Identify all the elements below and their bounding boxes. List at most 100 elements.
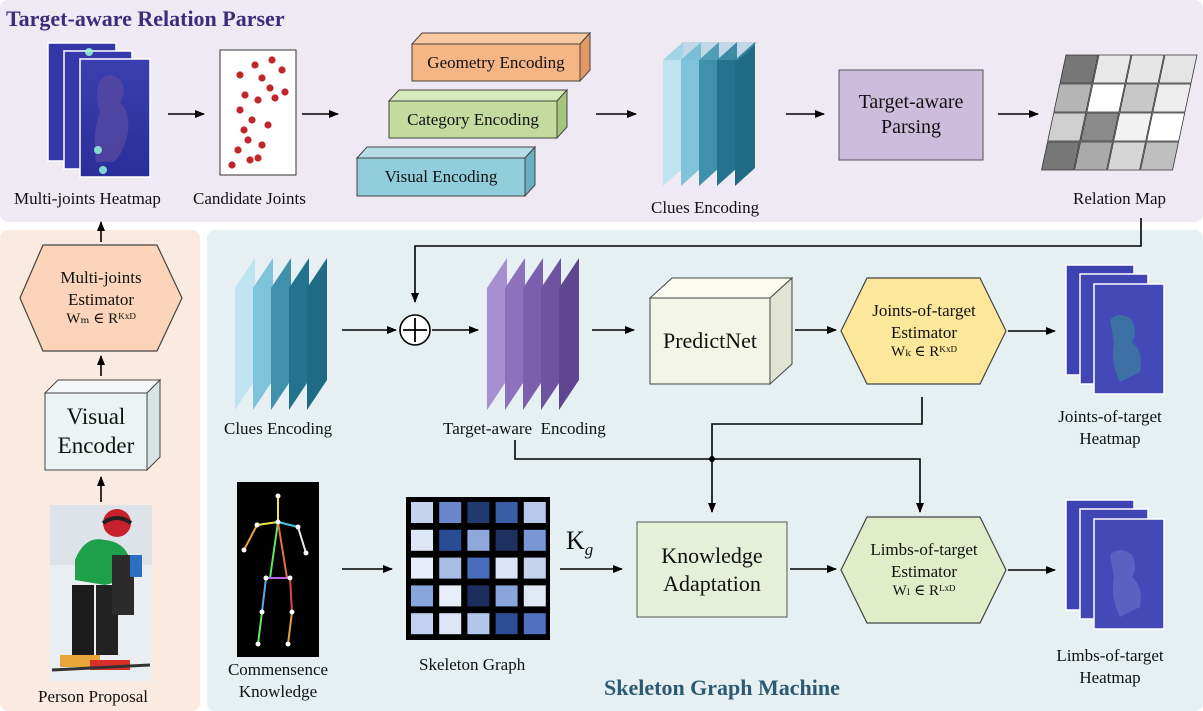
lte-formula: Wₗ ∈ Rᴸˣᴰ [892, 582, 956, 599]
skeleton-graph-cell [439, 557, 462, 579]
skeleton-graph-label: Skeleton Graph [419, 655, 526, 674]
multi-joints-heatmap-label: Multi-joints Heatmap [14, 189, 161, 208]
skeleton-graph-cell [411, 502, 433, 523]
target-aware-encoding-stack [487, 258, 579, 410]
skeleton-graph-cell [467, 557, 490, 579]
lh-line2: Heatmap [1079, 668, 1141, 687]
parsing-line2: Parsing [881, 116, 941, 138]
visual-encoding-box [355, 145, 537, 198]
skeleton-graph-cell [523, 557, 546, 579]
joints-heatmap-label: Joints-of-target Heatmap [1040, 406, 1180, 450]
relation-map-cell [1107, 141, 1146, 171]
knowledge-adaptation-box [636, 521, 788, 618]
mje-line1: Multi-joints [60, 268, 142, 288]
clues-encoding-top-label: Clues Encoding [651, 198, 760, 217]
candidate-joint-dot [234, 146, 242, 154]
jte-formula: Wₖ ∈ Rᴷˣᴰ [891, 343, 957, 360]
candidate-joint-dot [264, 121, 272, 129]
skeleton-graph-cell [439, 613, 462, 635]
jte-line1: Joints-of-target [872, 301, 976, 321]
target-aware-parsing-box [838, 69, 984, 161]
commonsense-skeleton-image [237, 482, 319, 657]
relation-map-cell [1041, 141, 1080, 171]
skeleton-graph-cell [411, 585, 433, 607]
candidate-joint-dot [278, 66, 286, 74]
visual-encoder-box [43, 378, 162, 472]
limbs-heatmap-label: Limbs-of-target Heatmap [1040, 645, 1180, 689]
mje-formula: Wₘ ∈ Rᴷˣᴰ [66, 310, 136, 327]
skeleton-graph-cell [495, 557, 518, 579]
ka-line1: Knowledge [661, 543, 763, 568]
skeleton-graph-cell [467, 613, 490, 635]
lte-line2: Estimator [890, 561, 958, 581]
jh-line2: Heatmap [1079, 429, 1141, 448]
kg-label: Kg [566, 526, 593, 560]
skeleton-graph-cell [495, 502, 518, 523]
lh-line1: Limbs-of-target [1056, 646, 1164, 665]
multi-joints-heatmap-stack [47, 42, 151, 178]
multi-joints-estimator-hexagon [19, 244, 183, 352]
lte-line1: Limbs-of-target [870, 540, 978, 560]
limbs-estimator-label: Limbs-of-target Estimator Wₗ ∈ Rᴸˣᴰ [850, 525, 998, 615]
skeleton-graph-cell [523, 502, 546, 523]
skeleton-graph-cell [523, 529, 546, 551]
machine-title: Skeleton Graph Machine [604, 675, 840, 700]
skeleton-graph-cell [439, 502, 462, 523]
visual-encoder-label: Visual Encoder [45, 393, 147, 470]
knowledge-adaptation-label: Knowledge Adaptation [637, 522, 787, 617]
limbs-estimator-hexagon [840, 516, 1007, 624]
clues-encoding-stack-bottom [235, 258, 327, 410]
predictnet-box [648, 276, 794, 386]
target-aware-encoding-label: Target-aware Encoding [443, 419, 606, 438]
joints-estimator-label: Joints-of-target Estimator Wₖ ∈ Rᴷˣᴰ [850, 286, 998, 376]
target-aware-parsing-label: Target-aware Parsing [839, 70, 983, 160]
clues-encoding-stack-top [663, 42, 758, 186]
skeleton-graph-cell [411, 529, 433, 551]
candidate-joint-dot [271, 94, 279, 102]
cs-line1: Commensence [227, 660, 329, 679]
relation-map-cell [1080, 112, 1120, 142]
kg-sub: g [584, 540, 594, 560]
ve-line2: Encoder [57, 432, 135, 458]
relation-map-cell [1053, 83, 1093, 113]
geometry-encoding-label: Geometry Encoding [427, 52, 565, 72]
candidate-joint-dot [268, 56, 276, 64]
limbs-heatmap-stack [1065, 499, 1165, 630]
candidate-joint-dot [254, 154, 262, 162]
skeleton-graph-cell [411, 613, 433, 635]
skeleton-graph-cell [411, 557, 433, 579]
kg-main: K [566, 526, 585, 555]
relation-map-cell [1092, 54, 1132, 84]
skeleton-graph-cell [467, 529, 490, 551]
relation-map-grid [1041, 54, 1198, 171]
person-proposal-label: Person Proposal [38, 687, 149, 706]
parser-title: Target-aware Relation Parser [6, 6, 285, 31]
relation-map-cell [1140, 141, 1179, 171]
clues-encoding-bottom-label: Clues Encoding [224, 419, 333, 438]
relation-map-cell [1152, 83, 1192, 113]
candidate-joint-dot [244, 136, 252, 144]
relation-map-cell [1125, 54, 1165, 84]
candidate-joint-dot [281, 88, 289, 96]
skeleton-graph-cell [439, 585, 462, 607]
skeleton-graph-cell [467, 502, 490, 523]
ka-line2: Adaptation [663, 570, 761, 596]
candidate-joint-dot [266, 84, 274, 92]
joints-estimator-hexagon [840, 277, 1007, 385]
candidate-joint-dot [236, 106, 244, 114]
relation-map-cell [1158, 54, 1198, 84]
relation-map-label: Relation Map [1073, 189, 1167, 208]
relation-map-cell [1059, 54, 1099, 84]
joints-heatmap-stack [1065, 264, 1165, 395]
jh-line1: Joints-of-target [1058, 407, 1162, 426]
commonsense-label: Commensence Knowledge [208, 659, 348, 703]
candidate-joint-dot [258, 74, 266, 82]
jte-line2: Estimator [890, 322, 958, 342]
mje-line2: Estimator [67, 289, 135, 309]
category-encoding-box [387, 88, 569, 140]
multi-joints-estimator-label: Multi-joints Estimator Wₘ ∈ Rᴷˣᴰ [30, 255, 172, 341]
candidate-joint-dot [251, 61, 259, 69]
candidate-joint-dot [254, 96, 262, 104]
category-encoding-label: Category Encoding [407, 109, 539, 129]
